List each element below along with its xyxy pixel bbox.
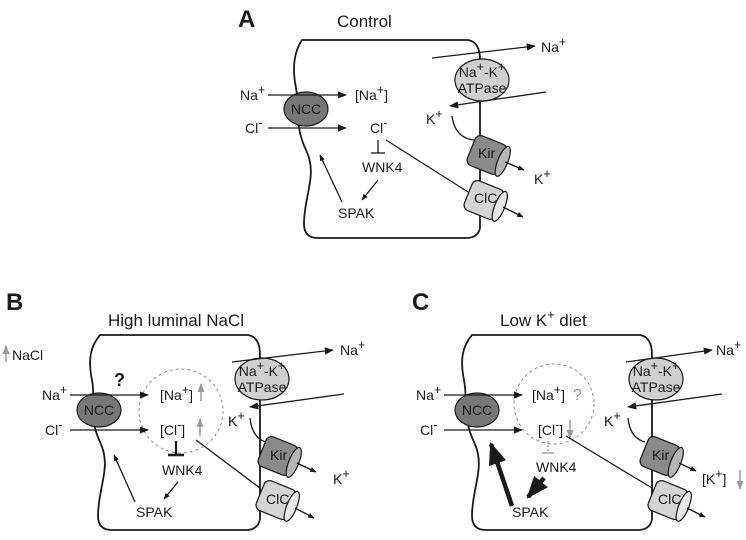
cl-to-clc-line-b (195, 439, 261, 489)
spak-ncc-arrow-a (319, 154, 343, 203)
panel-a-letter: A (238, 6, 255, 33)
kir-channel-a (466, 135, 511, 177)
k-out-label-a: K+ (534, 167, 551, 187)
na-conc-c: [Na+] (532, 383, 565, 403)
ncc-label-b: NCC (84, 402, 114, 418)
cl-to-clc-line-c (565, 435, 653, 489)
ncc-label-c: NCC (462, 402, 492, 418)
ncc-transporter-a (283, 91, 329, 127)
clc-label-c: ClC (658, 491, 681, 507)
kir-k-arrow-c (678, 462, 697, 472)
na-label-b: Na+ (42, 383, 67, 403)
k-in-arrow-b (249, 393, 345, 410)
wnk4-spak-bold-arrow-c (526, 475, 548, 499)
k-in-arrow-a (449, 91, 547, 109)
intracellular-pool-b (138, 368, 224, 454)
cl-label-b: Cl- (45, 418, 62, 438)
k-in-label-b: K+ (228, 409, 245, 429)
na-label-c: Na+ (416, 383, 441, 403)
k-in-label-c: K+ (604, 409, 621, 429)
panel-b: B High luminal NaCl NaCl NCC Na+ ? [Na+]… (2, 289, 365, 531)
k-in-arrow-c (627, 393, 723, 410)
kir-channel-b (257, 436, 302, 478)
atpase-label-b: Na+-K+ (239, 359, 286, 379)
kir-channel-c (639, 436, 684, 478)
clc-out-arrow-a (502, 206, 524, 218)
clc-out-arrow-b (294, 507, 315, 519)
spak-ncc-bold-arrow-c (488, 441, 515, 507)
panel-a-title: Control (337, 12, 392, 31)
atpase-label2-a: ATPase (458, 80, 507, 96)
clc-out-arrow-c (686, 507, 706, 518)
spak-label-a: SPAK (338, 205, 375, 221)
na-out-label-b: Na+ (340, 338, 365, 358)
cl-conc-b: [Cl-] (160, 418, 185, 438)
kir-label-b: Kir (270, 447, 287, 463)
panel-b-letter: B (6, 289, 23, 316)
k-to-kir-curve-c (627, 417, 646, 443)
atpase-label2-b: ATPase (238, 379, 287, 395)
k-in-label-a: K+ (426, 107, 443, 127)
spak-label-b: SPAK (136, 504, 173, 520)
clc-channel-a (463, 180, 508, 222)
kir-label-a: Kir (478, 145, 495, 161)
panel-c-title: Low K+ diet (500, 308, 587, 330)
na-question-b: ? (114, 370, 125, 390)
k-conc-c: [K+] (702, 467, 726, 487)
wnk4-label-a: WNK4 (362, 159, 403, 175)
cell-a-outline (293, 39, 481, 239)
na-out-arrow-b (231, 347, 334, 363)
atpase-label-c: Na+-K+ (633, 359, 680, 379)
atpase-label-a: Na+-K+ (459, 60, 506, 80)
na-label-a: Na+ (240, 83, 265, 103)
clc-channel-b (255, 480, 300, 522)
panel-c: C Low K+ diet NCC Na+ [Na+] ? Cl- [Cl-] … (412, 289, 744, 531)
clc-label-a: ClC (474, 190, 497, 206)
spak-label-c: SPAK (512, 504, 549, 520)
cell-c-outline (461, 334, 653, 531)
ncc-transporter-b (76, 392, 122, 428)
cl-label-c: Cl- (420, 418, 437, 438)
nacl-label-b: NaCl (12, 347, 43, 363)
k-to-kir-curve-b (249, 417, 267, 443)
wnk4-spak-arrow-b (163, 481, 179, 500)
spak-ncc-arrow-b (113, 454, 136, 503)
cl-to-clc-line-a (385, 139, 469, 193)
na-out-label-a: Na+ (541, 35, 566, 55)
atpase-label2-c: ATPase (632, 379, 681, 395)
clc-label-b: ClC (266, 491, 289, 507)
k-to-kir-curve-a (451, 115, 475, 141)
cl-label-a: Cl- (245, 116, 262, 136)
cl-conc-c: [Cl-] (538, 418, 563, 438)
kir-label-c: Kir (652, 447, 669, 463)
cl-intracellular-a: Cl- (370, 116, 387, 136)
wnk4-label-c: WNK4 (536, 459, 577, 475)
kir-k-arrow-a (504, 161, 525, 171)
na-conc-a: [Na+] (355, 83, 388, 103)
panel-c-letter: C (412, 289, 429, 316)
k-out-label-b: K+ (333, 467, 350, 487)
cell-b-outline (89, 334, 261, 531)
na-out-arrow-c (625, 347, 713, 363)
wnk4-label-b: WNK4 (162, 462, 203, 478)
clc-channel-c (647, 480, 692, 522)
ncc-label-a: NCC (291, 101, 321, 117)
na-out-arrow-a (431, 43, 536, 59)
na-conc-b: [Na+] (160, 383, 193, 403)
kir-k-arrow-b (296, 462, 317, 473)
ncc-transporter-c (454, 392, 500, 428)
intracellular-pool-c (513, 363, 595, 445)
na-out-label-c: Na+ (716, 338, 741, 358)
panel-b-title: High luminal NaCl (108, 311, 244, 330)
wnk4-spak-arrow-a (361, 179, 379, 201)
panel-a: A Control NCC Na+ [Na+] Cl- Cl- WNK4 SPA… (238, 6, 566, 239)
na-question-c: ? (573, 387, 582, 404)
